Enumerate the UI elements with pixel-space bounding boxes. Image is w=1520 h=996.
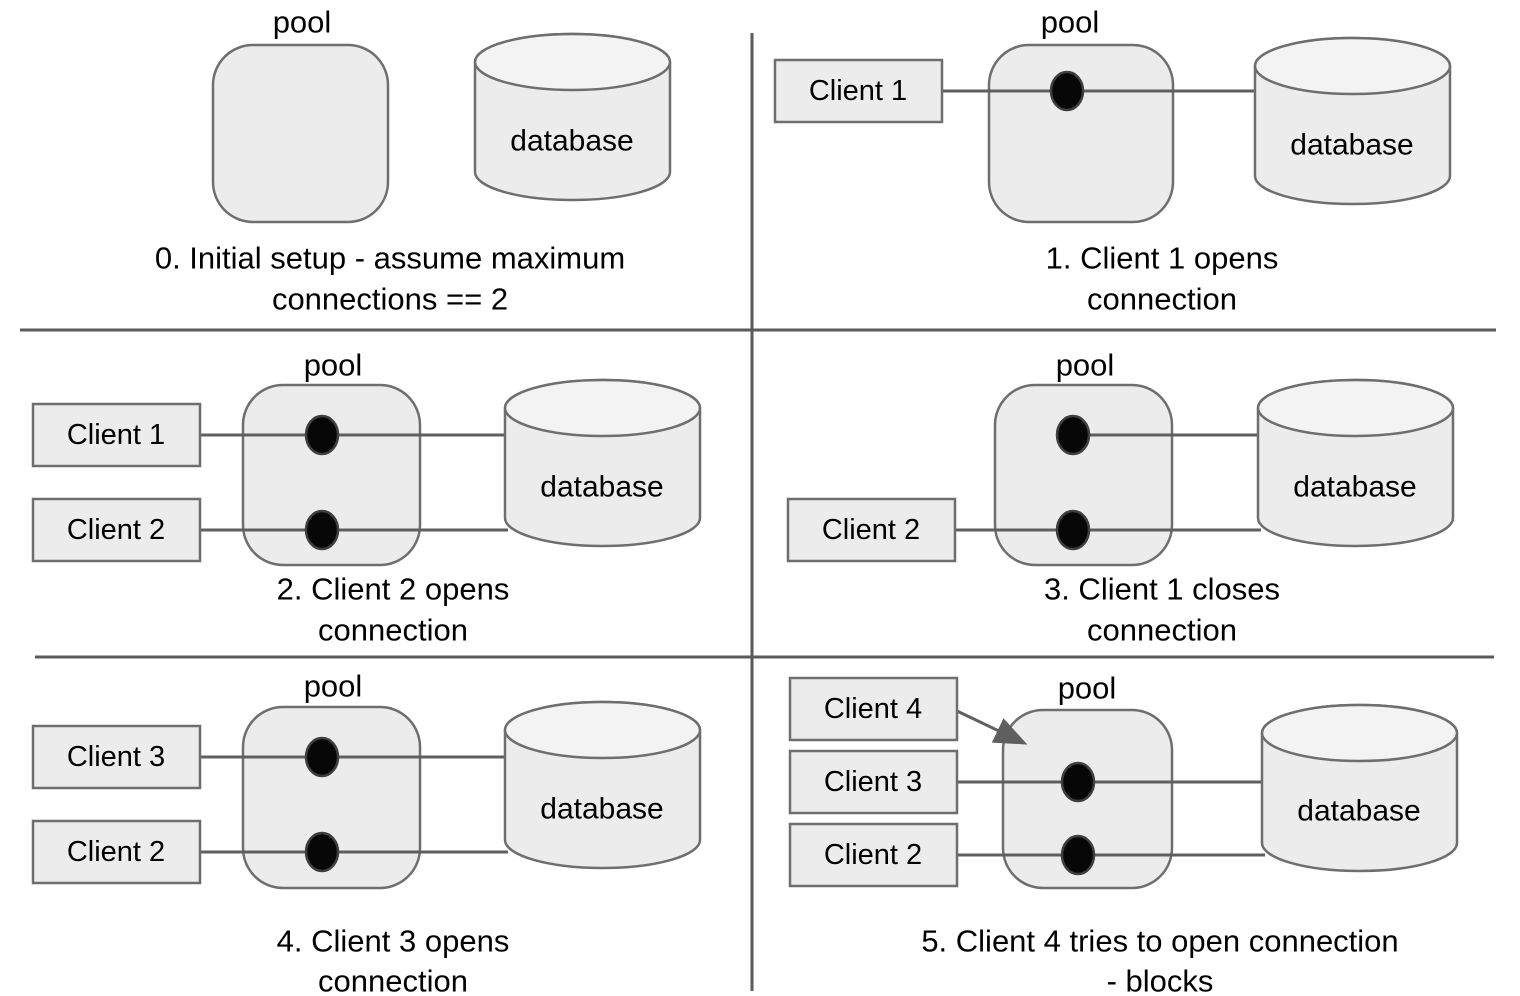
pool-connection-dot xyxy=(1055,414,1091,456)
panel-2-client2-opens: pool Client 1 Client 2 database 2. Clien… xyxy=(31,348,702,648)
client-label: Client 2 xyxy=(824,839,922,871)
database-cylinder xyxy=(1253,36,1452,206)
pool-shape xyxy=(211,43,390,224)
pool-connection-dot xyxy=(304,509,340,551)
pool-label: pool xyxy=(304,348,363,383)
client-box xyxy=(786,497,957,563)
caption-line-1: 0. Initial setup - assume maximum xyxy=(155,241,625,276)
database-cylinder xyxy=(1256,378,1455,548)
pool-connection-dot xyxy=(304,831,340,873)
client-box xyxy=(788,749,959,815)
pool-shape xyxy=(241,383,422,567)
pool-connection-dot xyxy=(1049,70,1085,112)
pool-label: pool xyxy=(1058,671,1117,706)
client-label: Client 4 xyxy=(824,693,922,725)
pool-connection-dot xyxy=(1055,509,1091,551)
pool-shape xyxy=(993,383,1174,567)
pool-shape xyxy=(1001,708,1174,890)
panel-3-client1-closes: pool Client 2 database 3. Client 1 close… xyxy=(786,348,1455,648)
pool-label: pool xyxy=(273,5,332,40)
caption-line-1: 4. Client 3 opens xyxy=(277,924,510,959)
client-label: Client 1 xyxy=(67,419,165,451)
client-box xyxy=(31,402,202,468)
caption-line-2: connection xyxy=(318,964,468,996)
caption-line-2: connection xyxy=(1087,613,1237,648)
pool-connection-dot xyxy=(304,736,340,778)
caption-line-2: - blocks xyxy=(1107,964,1214,996)
caption-line-2: connections == 2 xyxy=(272,282,508,317)
client-label: Client 2 xyxy=(822,514,920,546)
pool-shape xyxy=(987,43,1175,224)
client-label: Client 3 xyxy=(824,766,922,798)
caption-line-2: connection xyxy=(1087,282,1237,317)
database-cylinder xyxy=(1260,703,1459,873)
database-label: database xyxy=(510,125,633,158)
pool-connection-dot xyxy=(304,414,340,456)
client-box xyxy=(31,724,202,790)
client-box xyxy=(773,58,944,124)
client-box xyxy=(31,819,202,885)
database-cylinder xyxy=(503,700,702,870)
panel-4-client3-opens: pool Client 3 Client 2 database 4. Clien… xyxy=(31,669,702,996)
client-label: Client 3 xyxy=(67,741,165,773)
panel-5-client4-blocks: pool Client 4 Client 3 Client 2 database… xyxy=(788,671,1459,996)
pool-label: pool xyxy=(1056,348,1115,383)
client-box xyxy=(788,676,959,742)
pool-shape xyxy=(241,705,422,890)
database-label: database xyxy=(1290,129,1413,162)
caption-line-1: 1. Client 1 opens xyxy=(1046,241,1279,276)
client-label: Client 2 xyxy=(67,836,165,868)
panel-0-initial-setup: pool database 0. Initial setup - assume … xyxy=(155,5,672,317)
client-box xyxy=(31,497,202,563)
client-label: Client 1 xyxy=(809,75,907,107)
client-box xyxy=(788,822,959,888)
database-label: database xyxy=(1293,471,1416,504)
database-label: database xyxy=(540,471,663,504)
pool-label: pool xyxy=(1041,5,1100,40)
pool-connection-dot xyxy=(1060,834,1096,876)
panel-1-client1-opens: pool Client 1 database 1. Client 1 opens… xyxy=(773,5,1452,317)
caption-line-1: 2. Client 2 opens xyxy=(277,572,510,607)
blocked-request-arrow xyxy=(956,709,1028,745)
pool-connection-dot xyxy=(1060,761,1096,803)
caption-line-1: 3. Client 1 closes xyxy=(1044,572,1280,607)
database-label: database xyxy=(1297,795,1420,828)
database-cylinder xyxy=(473,32,672,202)
client-label: Client 2 xyxy=(67,514,165,546)
caption-line-2: connection xyxy=(318,613,468,648)
database-label: database xyxy=(540,793,663,826)
database-cylinder xyxy=(503,378,702,548)
pool-label: pool xyxy=(304,669,363,704)
caption-line-1: 5. Client 4 tries to open connection xyxy=(921,924,1398,959)
